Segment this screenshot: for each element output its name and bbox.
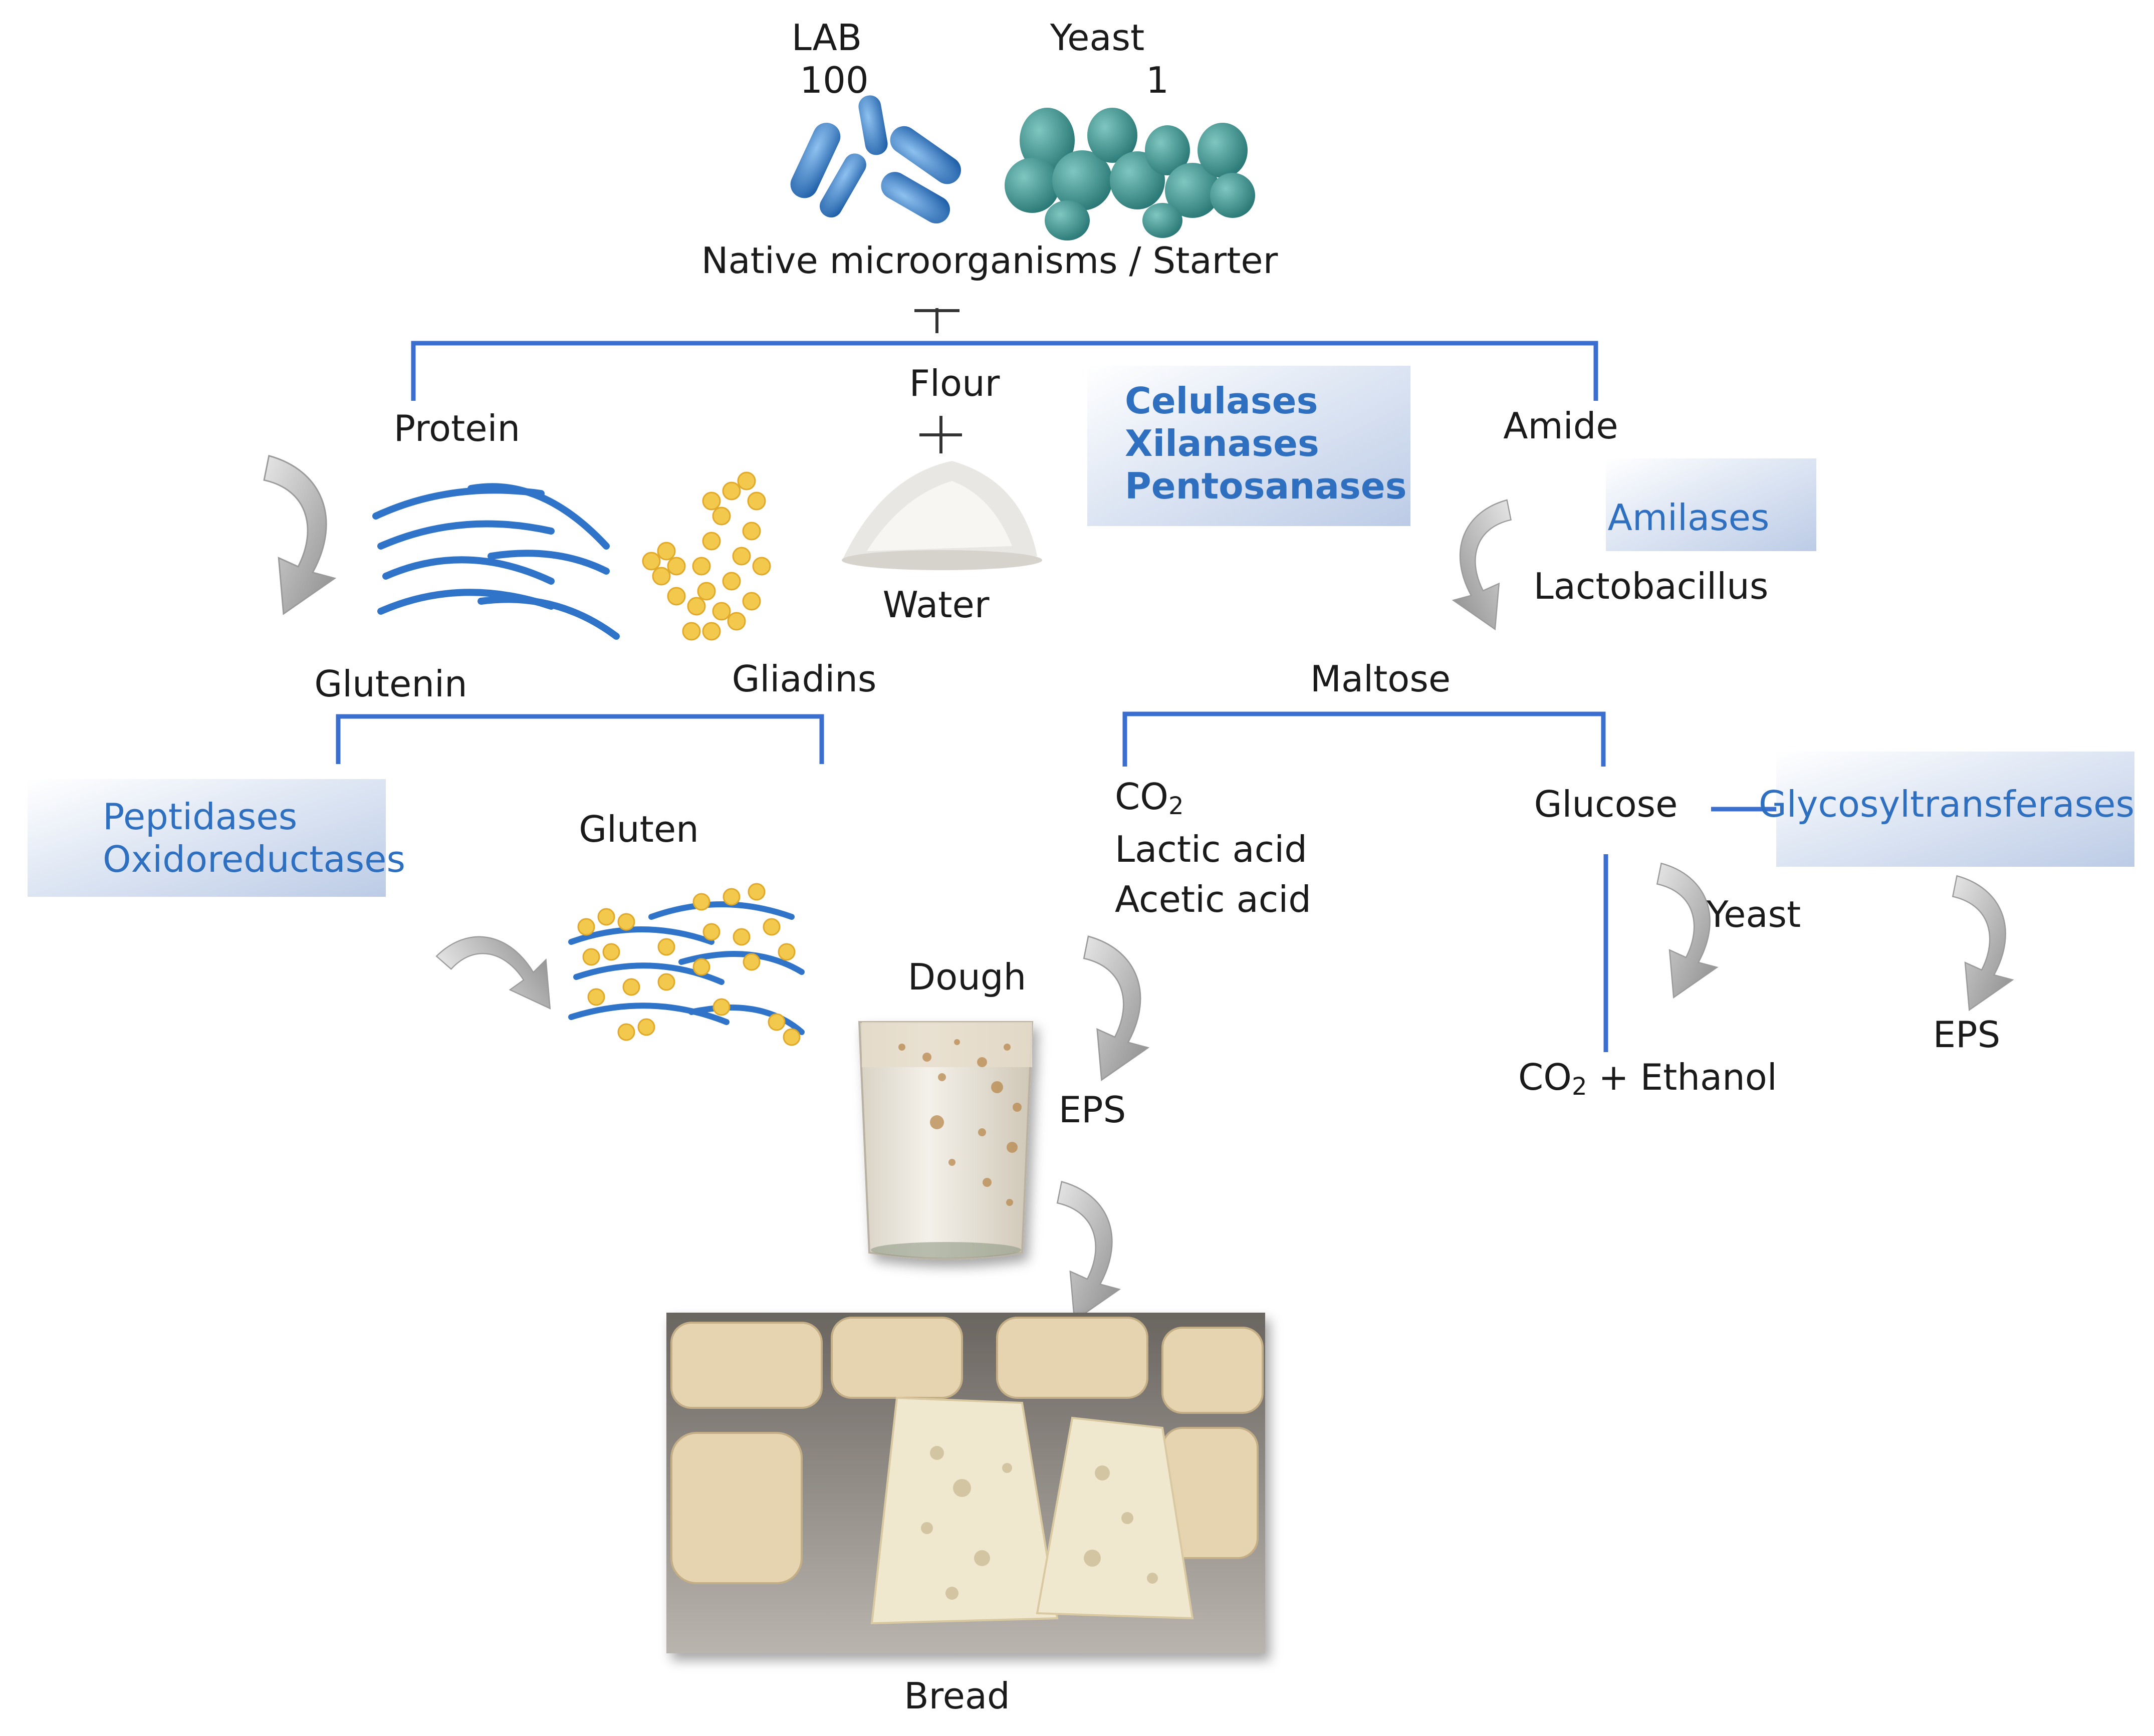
gluten-curved-arrow xyxy=(433,910,571,1023)
amide-curved-arrow xyxy=(1452,499,1512,630)
co2-ethanol-subscript: 2 xyxy=(1572,1073,1587,1101)
co2-subscript: 2 xyxy=(1168,792,1184,820)
peptidases-label: Peptidases xyxy=(103,796,297,838)
dough-label: Dough xyxy=(908,956,1026,998)
lab-group: LAB 100 xyxy=(790,17,961,223)
pentosanases-label: Pentosanases xyxy=(1125,465,1407,507)
co2-ethanol-rest: + Ethanol xyxy=(1587,1056,1777,1098)
lactobacillus-label: Lactobacillus xyxy=(1534,565,1769,607)
acids-curved-arrow xyxy=(1083,935,1149,1081)
maltose-label: Maltose xyxy=(1310,658,1451,700)
bacteria-icon xyxy=(790,95,961,223)
glutenin-label: Glutenin xyxy=(314,663,467,705)
top-bracket-line xyxy=(411,341,1598,401)
celulases-label: Celulases xyxy=(1125,380,1318,422)
gluten-bracket-line xyxy=(336,714,824,764)
yeast-count: 1 xyxy=(1146,59,1169,101)
co2-ethanol-label: CO2 + Ethanol xyxy=(1518,1056,1777,1101)
lab-label: LAB xyxy=(792,17,862,59)
glycosyltransferases-box: Glycosyltransferases xyxy=(1759,752,2134,867)
xilanases-label: Xilanases xyxy=(1125,422,1319,464)
gliadins-beads-icon xyxy=(642,471,771,641)
water-label: Water xyxy=(883,584,990,626)
amide-label: Amide xyxy=(1503,405,1618,447)
maltose-bracket-line xyxy=(1122,711,1606,767)
protein-curved-arrow xyxy=(263,455,336,615)
dough-to-bread-arrow xyxy=(1056,1181,1120,1322)
yeast-cells-icon xyxy=(1005,108,1255,240)
yeast-group: Yeast 1 xyxy=(1005,17,1255,240)
gluten-label: Gluten xyxy=(579,808,699,850)
eps-right-curved-arrow xyxy=(1952,875,2014,1011)
acetic-acid-label: Acetic acid xyxy=(1115,878,1311,920)
cellulases-box: Celulases Xilanases Pentosanases xyxy=(1087,366,1410,526)
plus-sign-top xyxy=(914,308,960,333)
amylases-box: Amilases xyxy=(1606,458,1816,551)
gluten-network-icon xyxy=(568,883,805,1046)
bread-image xyxy=(666,1313,1265,1653)
yeast-right-label: Yeast xyxy=(1706,893,1801,935)
co2-text: CO xyxy=(1115,776,1168,818)
dough-jar-image xyxy=(858,1021,1034,1260)
protein-label: Protein xyxy=(394,407,520,449)
gliadins-label: Gliadins xyxy=(732,658,877,700)
amilases-label: Amilases xyxy=(1608,497,1770,539)
glutenin-strands-icon xyxy=(372,483,620,640)
bread-label: Bread xyxy=(904,1675,1010,1717)
flour-pile-icon xyxy=(842,461,1042,570)
yeast-label: Yeast xyxy=(1050,17,1145,59)
glucose-label: Glucose xyxy=(1534,783,1678,825)
peptidases-box: Peptidases Oxidoreductases xyxy=(28,779,405,897)
co2-ethanol-co: CO xyxy=(1518,1056,1572,1098)
eps-right-label: EPS xyxy=(1933,1014,2001,1056)
acids-text-group: CO2 Lactic acid Acetic acid xyxy=(1115,776,1311,920)
flour-label: Flour xyxy=(909,362,1000,404)
native-microorganisms-label: Native microorganisms / Starter xyxy=(701,239,1278,282)
eps-middle-label: EPS xyxy=(1059,1089,1126,1131)
lactic-acid-label: Lactic acid xyxy=(1115,828,1307,870)
glycosyltransferases-label: Glycosyltransferases xyxy=(1759,783,2134,825)
co2-label: CO2 xyxy=(1115,776,1184,820)
lab-count: 100 xyxy=(800,59,868,101)
oxidoreductases-label: Oxidoreductases xyxy=(103,838,405,880)
plus-sign-flour xyxy=(919,416,962,453)
